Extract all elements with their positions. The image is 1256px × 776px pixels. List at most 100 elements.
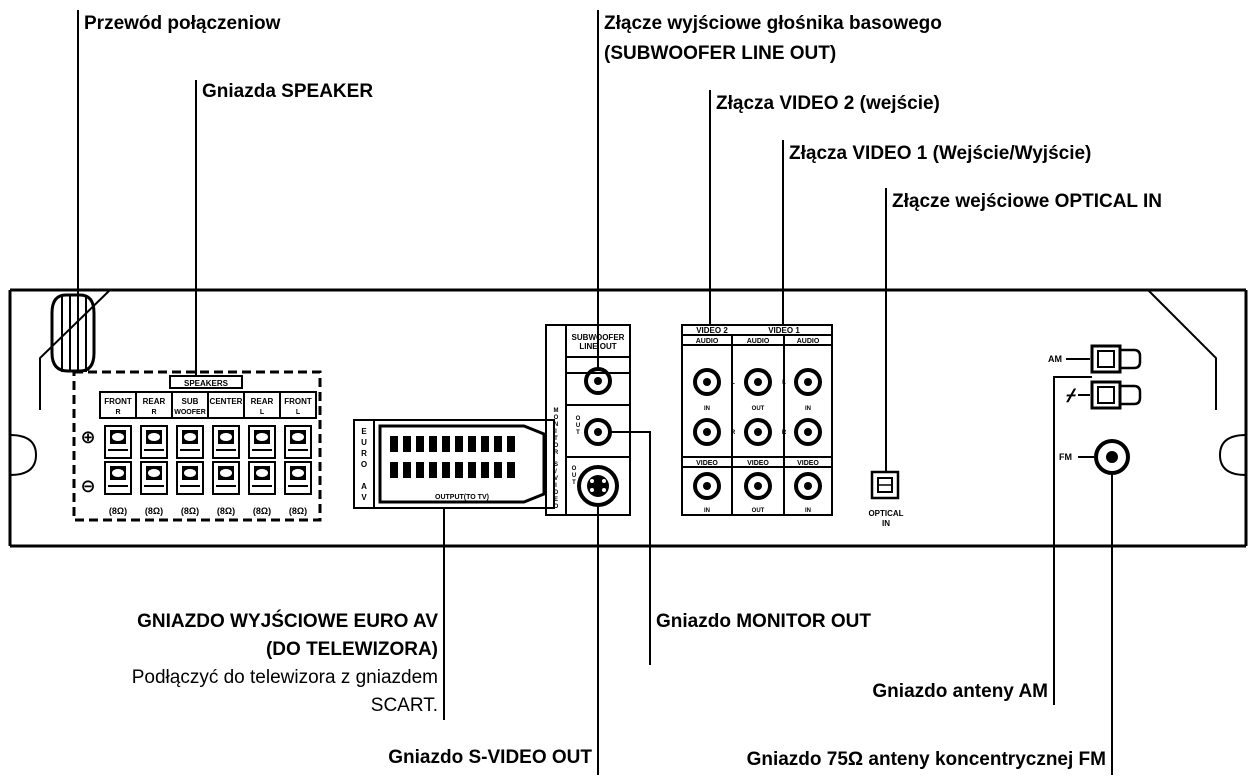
audio-l-jack: [794, 368, 822, 396]
callout-optical-in: Złącze wejściowe OPTICAL IN: [892, 191, 1162, 212]
speaker-channel-label-box: [207, 391, 245, 419]
speaker-channel-name: FRONT: [104, 397, 132, 406]
scart-pin: [416, 462, 424, 478]
speaker-channel-label-box: [279, 391, 317, 419]
speaker-terminal: [176, 425, 204, 459]
video-jack: [794, 472, 822, 500]
optical-label-1: OPTICAL: [868, 509, 903, 518]
video-jack: [693, 472, 721, 500]
scart-pin: [390, 462, 398, 478]
out-letter: O: [576, 416, 581, 422]
speaker-impedance: (8Ω): [253, 506, 271, 516]
speaker-channel-name: SUB: [182, 397, 199, 406]
speaker-terminals: SPEAKERS FRONT R (8Ω) REAR R (8Ω) SUB WOOFER (8Ω…: [72, 370, 322, 522]
channel-l-label: L: [731, 380, 735, 386]
speaker-terminal: [104, 425, 132, 459]
audio-r-jack: [794, 418, 822, 446]
video-direction-label: IN: [805, 508, 811, 514]
ground-symbol: ᚋ: [1066, 387, 1077, 404]
audio-header: AUDIO: [797, 338, 820, 345]
euro-av-letter: O: [361, 460, 367, 469]
scart-pin: [507, 436, 515, 452]
euro-av-letter: U: [361, 438, 367, 447]
callout-video2-in: Złącza VIDEO 2 (wejście): [716, 93, 940, 114]
video-direction-label: IN: [704, 508, 710, 514]
callout-am-antenna: Gniazdo anteny AM: [872, 681, 1048, 702]
speaker-terminal: [248, 425, 276, 459]
svideo-out-letter: U: [572, 473, 576, 479]
audio-l-jack: [744, 368, 772, 396]
audio-header: AUDIO: [696, 338, 719, 345]
monitor-letter: T: [554, 436, 558, 442]
speaker-channel-side: R: [115, 409, 120, 416]
scart-pin: [455, 462, 463, 478]
optical-in: OPTICAL IN: [868, 470, 904, 528]
jack-direction-label: IN: [805, 406, 811, 412]
speaker-channel-side: WOOFER: [174, 409, 206, 416]
video2-header: VIDEO 2: [696, 326, 728, 335]
video-header: VIDEO: [747, 460, 769, 467]
callout-subwoofer-out-2: (SUBWOOFER LINE OUT): [604, 43, 837, 64]
minus-sign: ⊖: [80, 476, 95, 496]
leader-lines: [77, 10, 1113, 775]
video-jack-block: VIDEO 2 VIDEO 1 AUDIO AUDIO AUDIO VIDEO VIDE…: [681, 324, 833, 516]
fm-panel-label: FM: [1059, 452, 1072, 462]
channel-r-label: R: [782, 430, 787, 436]
euro-av-letter: E: [361, 427, 367, 436]
callout-speaker-jacks: Gniazda SPEAKER: [202, 81, 374, 102]
scart-pin: [390, 436, 398, 452]
video-header: VIDEO: [797, 460, 819, 467]
video1-header: VIDEO 1: [768, 326, 800, 335]
svideo-letter: O: [554, 504, 559, 510]
speaker-terminal: [284, 425, 312, 459]
speaker-terminal: [140, 461, 168, 495]
speakers-title: SPEAKERS: [184, 379, 229, 388]
scart-pin: [442, 436, 450, 452]
speaker-channel-name: REAR: [143, 397, 166, 406]
callout-monitor-out: Gniazdo MONITOR OUT: [656, 611, 871, 632]
chassis: [8, 288, 1248, 548]
monitor-letter: O: [554, 415, 559, 421]
euro-av-letter: R: [361, 449, 367, 458]
audio-r-jack: [693, 418, 721, 446]
monitor-letter: R: [554, 450, 559, 456]
audio-header: AUDIO: [747, 338, 770, 345]
speaker-terminal: [176, 461, 204, 495]
power-cord: [50, 293, 96, 373]
speaker-channel-side: L: [296, 409, 301, 416]
speaker-impedance: (8Ω): [217, 506, 235, 516]
svideo-out-letter: O: [572, 466, 577, 472]
speaker-impedance: (8Ω): [289, 506, 307, 516]
scart-pin: [455, 436, 463, 452]
jack-direction-label: OUT: [752, 406, 765, 412]
video-jack: [744, 472, 772, 500]
scart-pin: [481, 462, 489, 478]
callout-power-cord: Przewód połączeniow: [84, 13, 281, 34]
speaker-terminal: [104, 461, 132, 495]
scart-pin: [494, 436, 502, 452]
monitor-letter: M: [554, 408, 559, 414]
monitor-letter: O: [554, 443, 559, 449]
speaker-channel-side: L: [260, 409, 265, 416]
callout-svideo-out: Gniazdo S-VIDEO OUT: [388, 747, 592, 768]
scart-pin: [416, 436, 424, 452]
video-header: VIDEO: [696, 460, 718, 467]
speaker-terminal: [284, 461, 312, 495]
speaker-terminal: [212, 425, 240, 459]
callout-fm-antenna: Gniazdo 75Ω anteny koncentrycznej FM: [746, 749, 1106, 770]
scart-pin: [468, 436, 476, 452]
am-panel-label: AM: [1048, 354, 1062, 364]
callout-euro-av-2: (DO TELEWIZORA): [265, 639, 438, 660]
callout-euro-av-desc-1: Podłączyć do telewizora z gniazdem: [131, 667, 438, 688]
plus-sign: ⊕: [80, 427, 95, 447]
scart-pin: [468, 462, 476, 478]
svideo-letter: V: [554, 476, 558, 482]
speaker-terminal: [212, 461, 240, 495]
scart-pin: [494, 462, 502, 478]
speaker-channel-side: R: [151, 409, 156, 416]
scart-pin: [403, 436, 411, 452]
audio-r-jack: [744, 418, 772, 446]
